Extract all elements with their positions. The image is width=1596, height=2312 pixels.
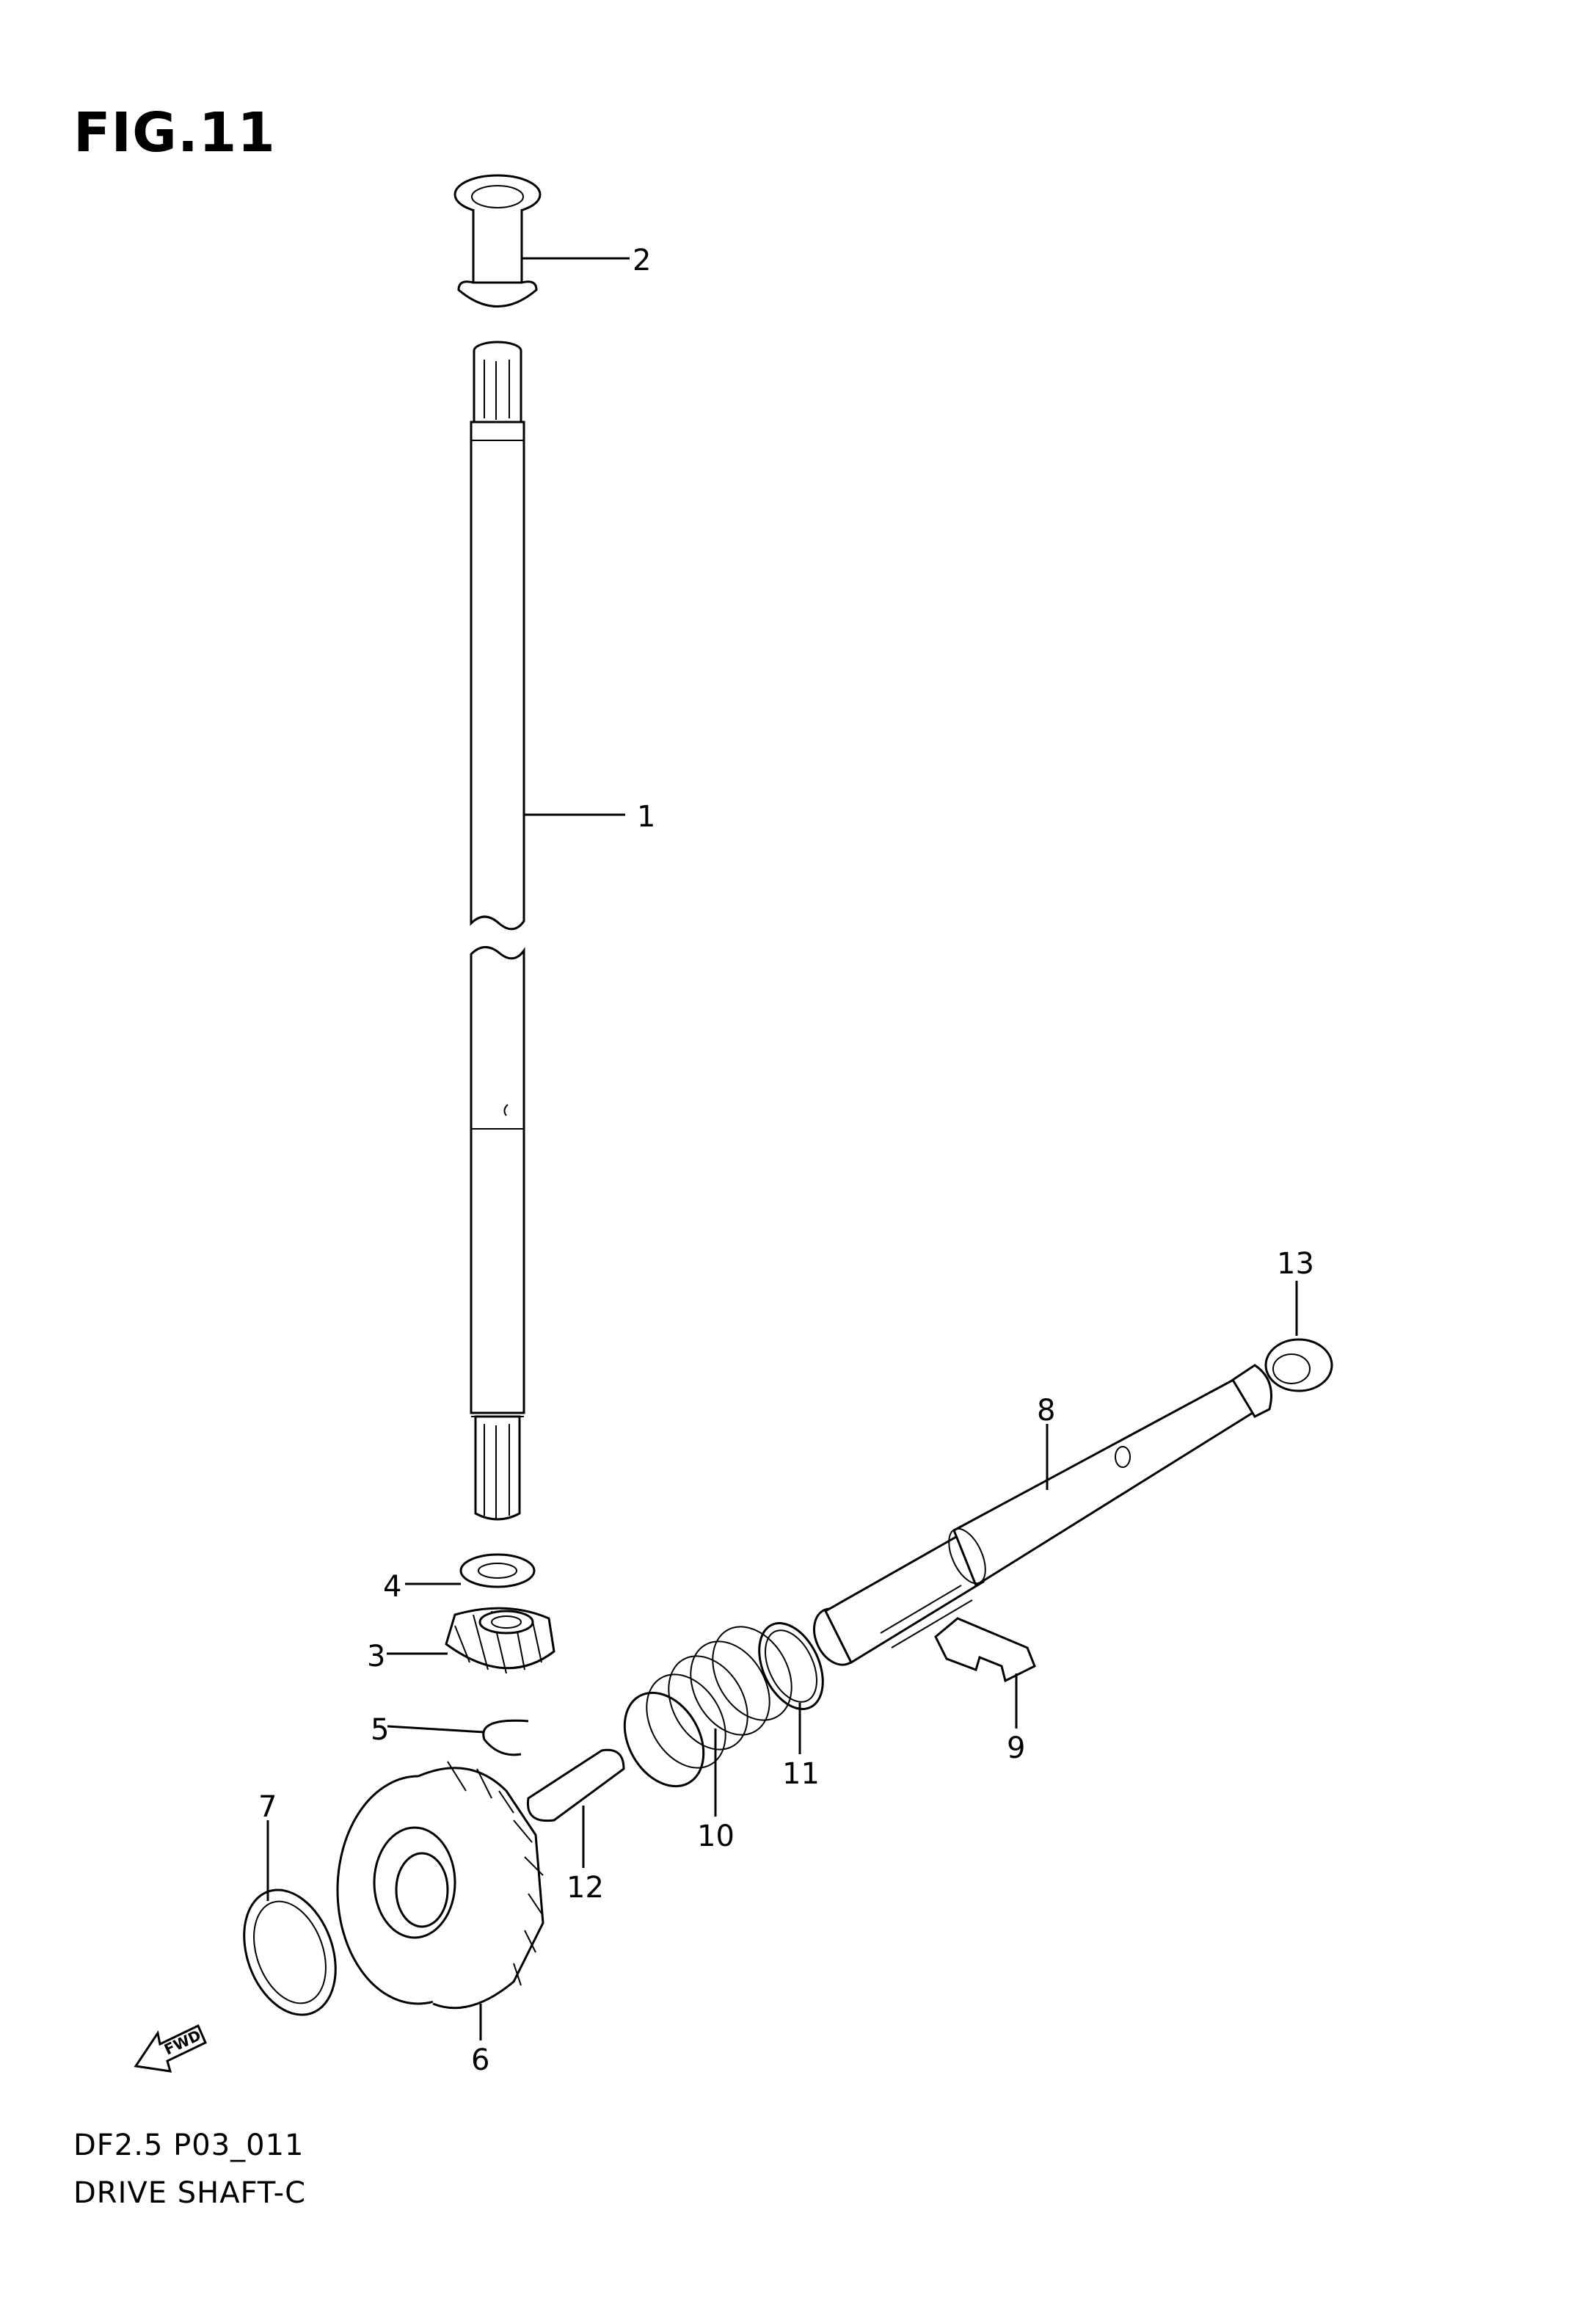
part-5-clip[interactable] [482, 1719, 529, 1756]
part-10-spring[interactable] [608, 1613, 807, 1800]
fwd-arrow-icon: FWD [134, 2024, 207, 2073]
figure-title: FIG.11 [73, 101, 276, 164]
part-11-snap-ring[interactable] [746, 1613, 835, 1720]
part-6-bevel-gear[interactable] [336, 1761, 544, 2010]
callout-1: 1 [637, 800, 655, 834]
callout-5: 5 [371, 1713, 389, 1747]
callout-numbers: 1 2 3 4 5 6 7 8 9 10 11 12 13 [258, 244, 1314, 2077]
part-3-pinion-gear[interactable] [445, 1607, 555, 1674]
part-12-pin[interactable] [526, 1748, 625, 1822]
part-2-bushing[interactable] [453, 174, 542, 308]
callout-11: 11 [782, 1757, 820, 1791]
part-8-shift-shaft[interactable] [806, 1364, 1272, 1672]
diagram-name: DRIVE SHAFT-C [73, 2176, 307, 2210]
callout-9: 9 [1007, 1731, 1025, 1765]
callout-10: 10 [697, 1820, 735, 1853]
diagram-code: DF2.5 P03_011 [73, 2129, 305, 2162]
callout-3: 3 [367, 1640, 385, 1673]
callout-4: 4 [383, 1570, 401, 1604]
callout-7: 7 [258, 1790, 277, 1824]
part-7-shim[interactable] [227, 1877, 351, 2027]
callout-2: 2 [633, 244, 651, 277]
callout-6: 6 [471, 2043, 489, 2077]
part-4-washer[interactable] [459, 1553, 536, 1588]
callout-8: 8 [1037, 1394, 1055, 1428]
part-13-seal[interactable] [1264, 1338, 1333, 1392]
part-1-drive-shaft[interactable] [470, 341, 525, 1521]
callout-12: 12 [566, 1871, 604, 1905]
callout-13: 13 [1277, 1247, 1314, 1281]
part-9-shift-cam[interactable] [934, 1617, 1036, 1683]
leader-lines [266, 257, 1298, 2040]
